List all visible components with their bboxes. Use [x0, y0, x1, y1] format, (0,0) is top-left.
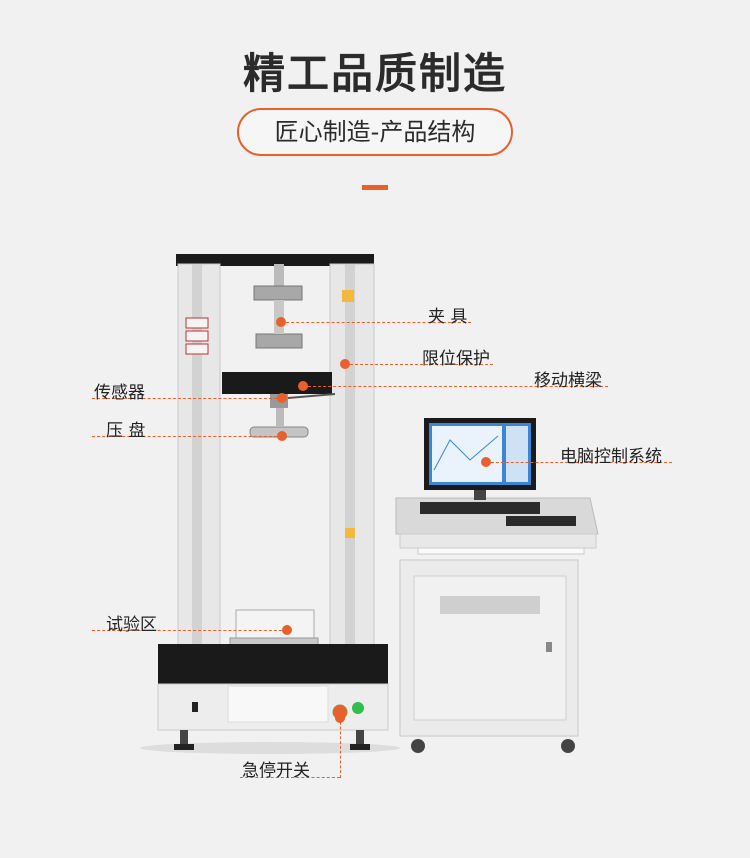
platen-leader	[92, 436, 282, 437]
test-area-leader	[92, 630, 287, 631]
limit-protection-leader	[345, 364, 493, 365]
callout-moving-crossbeam: 移动横梁	[534, 371, 602, 391]
callout-computer-control: 电脑控制系统	[560, 447, 662, 467]
computer-control-leader	[486, 462, 672, 463]
emergency-stop-leader-h	[240, 777, 340, 778]
callout-emergency-stop: 急停开关	[242, 761, 310, 781]
callout-limit-protection: 限位保护	[422, 349, 490, 369]
moving-crossbeam-leader	[303, 386, 608, 387]
emergency-stop-leader	[340, 712, 341, 778]
top-beam	[176, 254, 374, 266]
clamp-leader	[281, 322, 471, 323]
callout-sensor: 传感器	[94, 383, 145, 403]
subtitle-badge: 匠心制造-产品结构	[237, 108, 513, 156]
sensor-leader	[92, 398, 282, 399]
callout-clamp: 夹 具	[428, 307, 468, 327]
page-title: 精工品质制造	[242, 49, 507, 98]
callout-platen: 压 盘	[106, 421, 146, 441]
accent-divider	[362, 185, 388, 190]
callout-test-area: 试验区	[106, 615, 157, 635]
